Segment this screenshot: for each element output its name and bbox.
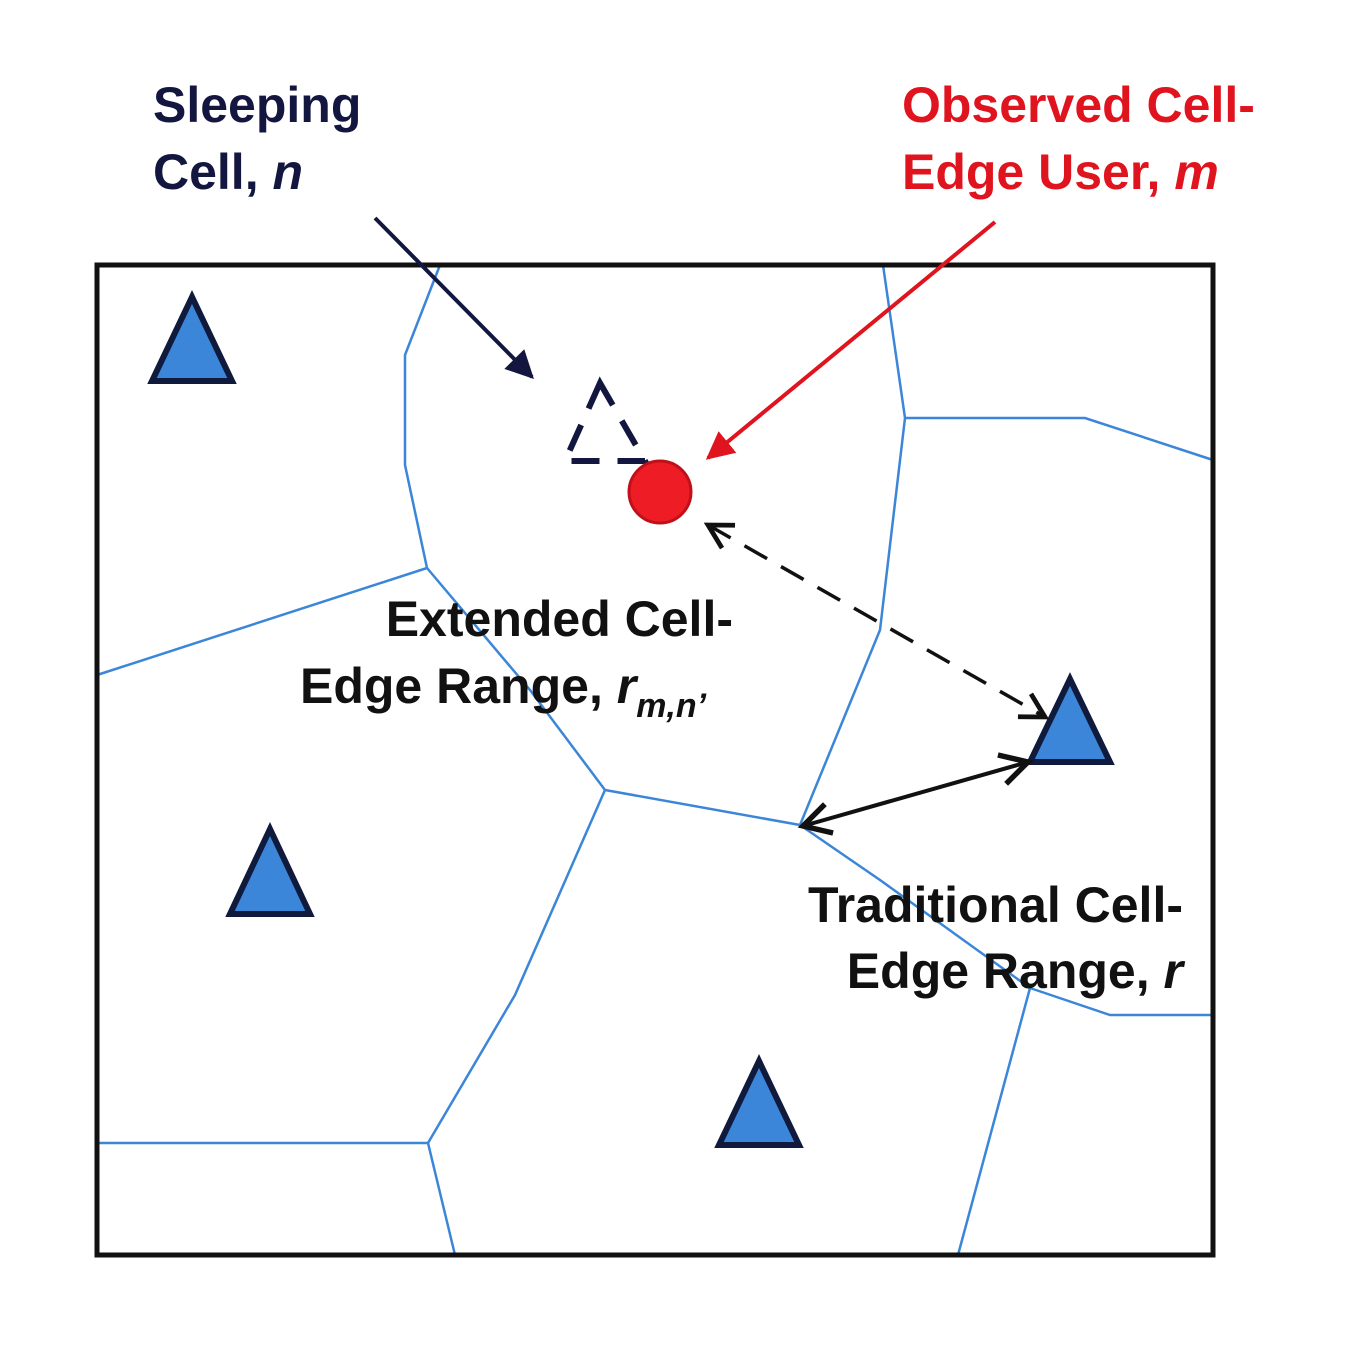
voronoi-edge xyxy=(426,789,607,1144)
voronoi-edge xyxy=(798,264,907,826)
voronoi-edge xyxy=(403,264,442,569)
traditional-range-arrow xyxy=(797,752,1034,836)
voronoi-edge xyxy=(1029,986,1213,1017)
voronoi-edge xyxy=(956,987,1032,1256)
traditional-range-label-text: Edge Range, xyxy=(847,943,1164,999)
observed-user-variable: m xyxy=(1174,144,1218,200)
observed-user-label-text: Edge User, xyxy=(902,144,1174,200)
voronoi-edge xyxy=(96,566,428,677)
voronoi-boundaries xyxy=(96,264,1214,1256)
extended-range-label-line2: Edge Range, rm,n’ xyxy=(300,658,707,725)
sleeping-cell-pointer-arrow xyxy=(373,216,534,379)
sleeping-cell-variable: n xyxy=(272,144,303,200)
extended-range-arrow xyxy=(703,522,1050,720)
voronoi-edge xyxy=(604,788,801,827)
base-station-icon xyxy=(714,1054,804,1148)
traditional-range-label: Traditional Cell- Edge Range, r xyxy=(808,877,1186,999)
traditional-range-label-line2: Edge Range, r xyxy=(847,943,1186,999)
voronoi-edge xyxy=(426,1142,457,1256)
cell-edge-user-icon xyxy=(627,459,693,525)
base-station-icon xyxy=(1025,672,1115,765)
sleeping-cell-label: Sleeping Cell, n xyxy=(153,77,361,200)
extended-range-subscript: m,n’ xyxy=(636,687,706,725)
voronoi-edge xyxy=(426,567,606,791)
observed-user-label: Observed Cell- Edge User, m xyxy=(902,77,1255,200)
sleeping-cell-label-line1: Sleeping xyxy=(153,77,361,133)
extended-range-label-text: Edge Range, xyxy=(300,658,617,714)
observed-user-label-line2: Edge User, m xyxy=(902,144,1219,200)
sleeping-cell-icon xyxy=(560,376,651,464)
extended-range-label: Extended Cell- Edge Range, rm,n’ xyxy=(300,591,733,725)
traditional-range-label-line1: Traditional Cell- xyxy=(808,877,1183,933)
observed-user-pointer-arrow xyxy=(705,220,997,460)
base-stations xyxy=(147,290,1115,1148)
traditional-range-variable: r xyxy=(1164,943,1186,999)
sleeping-cell-label-text: Cell, xyxy=(153,144,272,200)
voronoi-edge xyxy=(799,823,1031,990)
extended-range-label-line1: Extended Cell- xyxy=(386,591,733,647)
voronoi-edge xyxy=(905,416,1214,462)
sleeping-cell-label-line2: Cell, n xyxy=(153,144,303,200)
area-frame xyxy=(94,262,1216,1258)
base-station-icon xyxy=(147,290,237,384)
extended-range-variable: r xyxy=(617,658,639,714)
base-station-icon xyxy=(225,821,315,917)
observed-user-label-line1: Observed Cell- xyxy=(902,77,1255,133)
